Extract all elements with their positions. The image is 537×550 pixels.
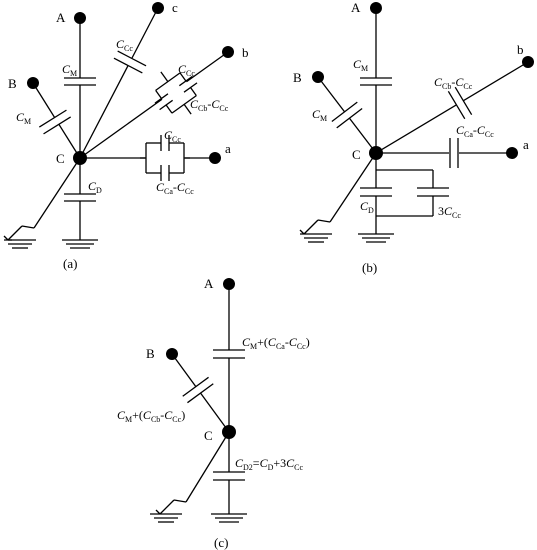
panel-a-label-C: C xyxy=(56,151,65,166)
panel-a-label-cd: CD xyxy=(88,179,102,195)
panel-b-label-cb-cc: CCb-CCc xyxy=(434,75,473,91)
panel-b-node-B xyxy=(312,71,324,83)
panel-a-ground-lightning xyxy=(3,235,36,249)
panel-a-node-a xyxy=(209,152,221,164)
panel-b-label-C: C xyxy=(352,147,361,162)
panel-b-node-C xyxy=(369,146,383,160)
panel-a-label-B: B xyxy=(8,76,17,91)
panel-c-node-B xyxy=(166,348,178,360)
panel-c-ground-main xyxy=(211,513,247,523)
panel-b-cap-cm-b xyxy=(331,101,363,129)
panel-b-cap-3cc xyxy=(417,187,449,197)
panel-b-cap-cd xyxy=(358,187,394,197)
panel-a-label-cc-a: CCc xyxy=(164,128,181,144)
panel-c-label-cap-b: CM+(CCb-CCc) xyxy=(117,408,185,424)
panel-a-node-b xyxy=(222,46,234,58)
panel-a-label-cc-c: CCc xyxy=(116,37,133,53)
panel-a-label-ca-cc: CCa-CCc xyxy=(156,180,194,196)
panel-a-cap-cm-b xyxy=(38,109,72,135)
panel-b-label-B: B xyxy=(293,70,302,85)
panel-c-cap-b xyxy=(181,376,215,404)
panel-b-cap-cb xyxy=(447,86,473,120)
panel-a-node-B xyxy=(27,77,39,89)
panel-b-label-ca-cc: CCa-CCc xyxy=(456,123,494,139)
panel-b-label-cm-b: CM xyxy=(312,107,327,123)
panel-b-label-cd: CD xyxy=(360,199,374,215)
panel-b: A B b a C CM CM CCb-CCc CCa-CCc CD 3CCc … xyxy=(293,0,534,275)
panel-c-node-A xyxy=(223,278,235,290)
panel-a-node-c xyxy=(152,2,164,14)
panel-a-label-cm-b: CM xyxy=(16,110,31,126)
panel-b-node-a xyxy=(506,147,518,159)
panel-b-cap-cm-a xyxy=(358,77,394,86)
panel-b-label-3cc: 3CCc xyxy=(438,204,461,220)
panel-c-caption: (c) xyxy=(214,535,228,550)
panel-b-node-A xyxy=(370,2,382,14)
panel-b-label-A: A xyxy=(351,0,361,15)
panel-c-cap-a xyxy=(211,349,247,359)
panel-c: A B C CM+(CCa-CCc) CM+(CCb-CCc) CD2=CD+3… xyxy=(117,276,310,550)
panel-a-node-A xyxy=(74,12,86,24)
panel-c-label-A: A xyxy=(204,276,214,291)
panel-a-label-b: b xyxy=(242,45,249,60)
panel-a-label-cb-cc: CCb-CCc xyxy=(190,97,229,113)
panel-c-cap-d2 xyxy=(211,471,247,481)
panel-a-node-C xyxy=(73,151,87,165)
panel-a-label-A: A xyxy=(56,10,66,25)
panel-b-label-b: b xyxy=(517,42,524,57)
panel-a: A c b B a C CM CM CCc CCc CCb-CCc CCc CC… xyxy=(3,0,249,271)
panel-a-cap-cb-pair xyxy=(154,71,198,115)
panel-c-label-cap-a: CM+(CCa-CCc) xyxy=(242,335,310,351)
panel-a-label-cc-b: CCc xyxy=(178,62,195,78)
panel-b-label-cm-a: CM xyxy=(353,57,368,73)
panel-a-caption: (a) xyxy=(63,256,77,271)
panel-b-cap-ca xyxy=(449,136,459,170)
panel-a-cap-cc-c xyxy=(113,50,147,74)
panel-c-ground-lightning xyxy=(150,509,182,523)
panel-b-label-a: a xyxy=(523,137,529,152)
panel-c-label-C: C xyxy=(204,428,213,443)
panel-a-label-a: a xyxy=(225,141,231,156)
panel-a-label-c: c xyxy=(172,0,178,15)
panel-a-cap-cm-a xyxy=(62,77,98,86)
panel-a-ground-main xyxy=(62,239,98,249)
panel-b-ground-main xyxy=(358,233,394,243)
panel-c-label-B: B xyxy=(146,346,155,361)
panel-b-node-b xyxy=(522,56,534,68)
panel-c-label-cap-d2: CD2=CD+3CCc xyxy=(235,456,304,472)
panel-a-cap-cd xyxy=(62,193,98,202)
panel-b-ground-lightning xyxy=(299,229,332,243)
panel-c-node-C xyxy=(222,425,236,439)
panel-b-caption: (b) xyxy=(362,260,377,275)
panel-a-label-cm-a: CM xyxy=(62,62,77,78)
panel-a-cap-ca-pair xyxy=(140,135,190,181)
